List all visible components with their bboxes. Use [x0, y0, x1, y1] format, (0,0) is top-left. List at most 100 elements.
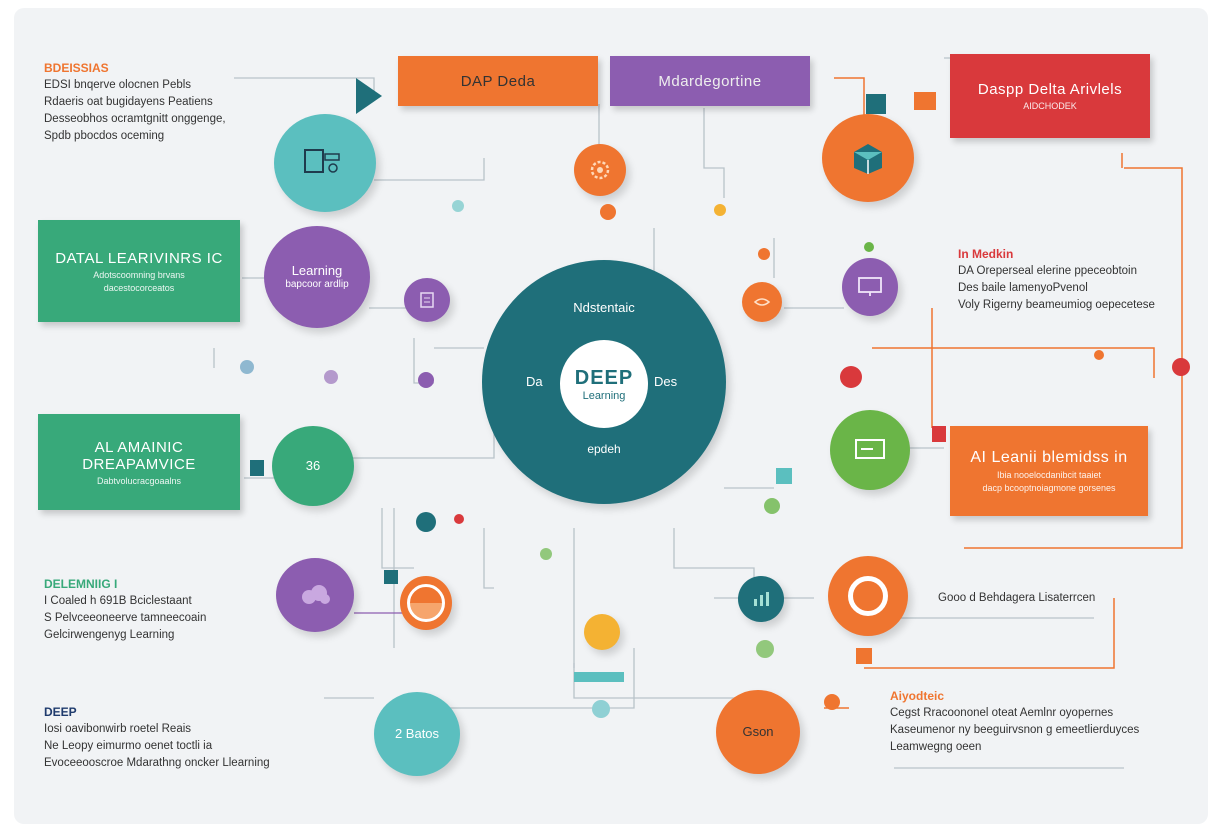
teal-36-label: 36 — [305, 457, 321, 473]
text-block-right-mid-heading: In Medkin — [958, 247, 1014, 261]
left-box-1-sub1: Adotscoomning brvans — [93, 269, 185, 280]
decor-dot — [824, 694, 840, 710]
left-box-2-title2: DREAPAMVICE — [82, 455, 196, 473]
decor-dot — [840, 366, 862, 388]
decor-dot — [756, 640, 774, 658]
orange-box-circle — [822, 114, 914, 202]
text-block-top-left: BDEISSIAS EDSI bnqerve olocnen Pebls Rda… — [44, 60, 226, 145]
orange-ring-circle — [828, 556, 908, 636]
text-line: Spdb pbocdos oceming — [44, 130, 165, 142]
text-block-bottom-right-heading: Aiyodteic — [890, 689, 945, 703]
bottom-teal-circle: 2 Batos — [374, 692, 460, 776]
gear-icon — [586, 156, 614, 184]
decor-square — [250, 460, 264, 476]
teal-36-circle: 36 — [272, 426, 354, 506]
cloud-icon — [297, 583, 333, 607]
top-box-orange-label: DAP Deda — [460, 72, 536, 90]
center-left-label: Da — [526, 374, 543, 389]
decor-dot — [324, 370, 338, 384]
decor-dot — [454, 514, 464, 524]
text-line: Rdaeris oat bugidayens Peatiens — [44, 96, 213, 108]
center-hub: Ndstentaic Da Des epdeh DEEP Learning — [482, 260, 726, 504]
left-box-1-title: DATAL LEARIVINRS IC — [55, 249, 223, 267]
decor-dot — [418, 372, 434, 388]
screen-icon — [853, 437, 887, 463]
text-line: Gelcirwengenyg Learning — [44, 629, 175, 641]
green-screen-circle — [830, 410, 910, 490]
right-box: AI Leanii blemidss in Ibia nooelocdanibc… — [950, 426, 1148, 516]
top-box-purple-label: Mdardegortine — [658, 72, 762, 90]
box-icon — [848, 140, 888, 176]
orange-gear-circle — [574, 144, 626, 196]
learning-circle-title: Learning — [291, 262, 343, 278]
text-block-right-mid: In Medkin DA Oreperseal elerine ppeceobt… — [958, 246, 1155, 314]
small-purple-circle — [404, 278, 450, 322]
chart-icon — [751, 590, 771, 608]
decor-dot — [592, 700, 610, 718]
top-box-orange: DAP Deda — [398, 56, 598, 106]
orange-half-circle — [400, 576, 452, 630]
top-box-red: Daspp Delta Arivlels AIDCHODEK — [950, 54, 1150, 138]
text-line: Iosi oavibonwirb roetel Reais — [44, 723, 192, 735]
decor-dot — [1094, 350, 1104, 360]
learning-circle-sub: bapcoor ardlip — [285, 278, 349, 290]
text-line: I Coaled h 691B Bciclestaant — [44, 595, 192, 607]
center-right-label: Des — [654, 374, 678, 389]
bottom-orange-circle: Gson — [716, 690, 800, 774]
text-block-bottom-left: DEEP Iosi oavibonwirb roetel Reais Ne Le… — [44, 704, 270, 772]
half-moon-icon — [407, 584, 445, 622]
purple-cluster-circle — [276, 558, 354, 632]
link-icon — [752, 294, 772, 310]
decor-dot — [764, 498, 780, 514]
decor-square — [866, 94, 886, 114]
decor-square — [932, 426, 946, 442]
center-core: DEEP Learning — [560, 340, 648, 428]
text-line: Ne Leopy eimurmo oenet toctli ia — [44, 740, 213, 752]
decor-bar — [574, 672, 624, 682]
left-box-2: AL AMAINIC DREAPAMVICE Dabtvolucracgoaal… — [38, 414, 240, 510]
laptop-icon — [301, 146, 349, 180]
text-line: Des baile lamenyoPvenol — [958, 282, 1088, 294]
decor-dot — [758, 248, 770, 260]
right-box-sub1: Ibia nooelocdanibcit taaiet — [996, 470, 1102, 480]
left-box-1-sub2: dacestocorceatos — [103, 282, 175, 293]
center-core-title: DEEP — [574, 366, 634, 389]
decor-dot — [416, 512, 436, 532]
center-outer-label: Ndstentaic — [573, 300, 635, 315]
purple-monitor-circle — [842, 258, 898, 316]
text-line: EDSI bnqerve olocnen Pebls — [44, 79, 192, 91]
text-block-bottom-right: Aiyodteic Cegst Rracoononel oteat Aemlnr… — [890, 688, 1139, 756]
decor-square — [776, 468, 792, 484]
decor-square — [384, 570, 398, 584]
text-block-top-left-heading: BDEISSIAS — [44, 61, 109, 75]
decor-dot — [864, 242, 874, 252]
monitor-icon — [856, 275, 884, 299]
infographic-canvas: DAP Deda Mdardegortine Daspp Delta Arivl… — [14, 8, 1208, 824]
text-line: Gooo d Behdagera Lisaterrcen — [938, 592, 1096, 604]
left-box-1: DATAL LEARIVINRS IC Adotscoomning brvans… — [38, 220, 240, 322]
small-orange-circle — [742, 282, 782, 322]
text-line: Voly Rigerny beameumiog oepecetese — [958, 299, 1155, 311]
bottom-orange-label: Gson — [742, 723, 774, 739]
top-box-red-sub: AIDCHODEK — [1023, 101, 1077, 111]
top-box-red-title: Daspp Delta Arivlels — [977, 81, 1123, 98]
decor-square — [914, 92, 936, 110]
learning-circle: Learning bapcoor ardlip — [264, 226, 370, 328]
decor-square — [856, 648, 872, 664]
decor-dot — [540, 548, 552, 560]
left-box-2-sub: Dabtvolucracgoaalns — [96, 475, 182, 486]
bottom-teal-label: 2 Batos — [394, 725, 440, 741]
decor-dot — [714, 204, 726, 216]
text-line: DA Oreperseal elerine ppeceobtoin — [958, 265, 1138, 277]
text-block-bottom-left-heading: DEEP — [44, 705, 77, 719]
decor-dot — [1172, 358, 1190, 376]
top-box-purple: Mdardegortine — [610, 56, 810, 106]
document-icon — [417, 290, 437, 310]
text-line: Cegst Rracoononel oteat Aemlnr oyopernes — [890, 707, 1114, 719]
center-bottom-label: epdeh — [587, 442, 621, 456]
text-line: Kaseumenor ny beeguirvsnon g emeetlierdu… — [890, 724, 1140, 736]
text-block-mid-left-heading: DELEMNIIG I — [44, 577, 118, 591]
yellow-circle — [584, 614, 620, 650]
decor-dot — [452, 200, 464, 212]
decor-dot — [240, 360, 254, 374]
